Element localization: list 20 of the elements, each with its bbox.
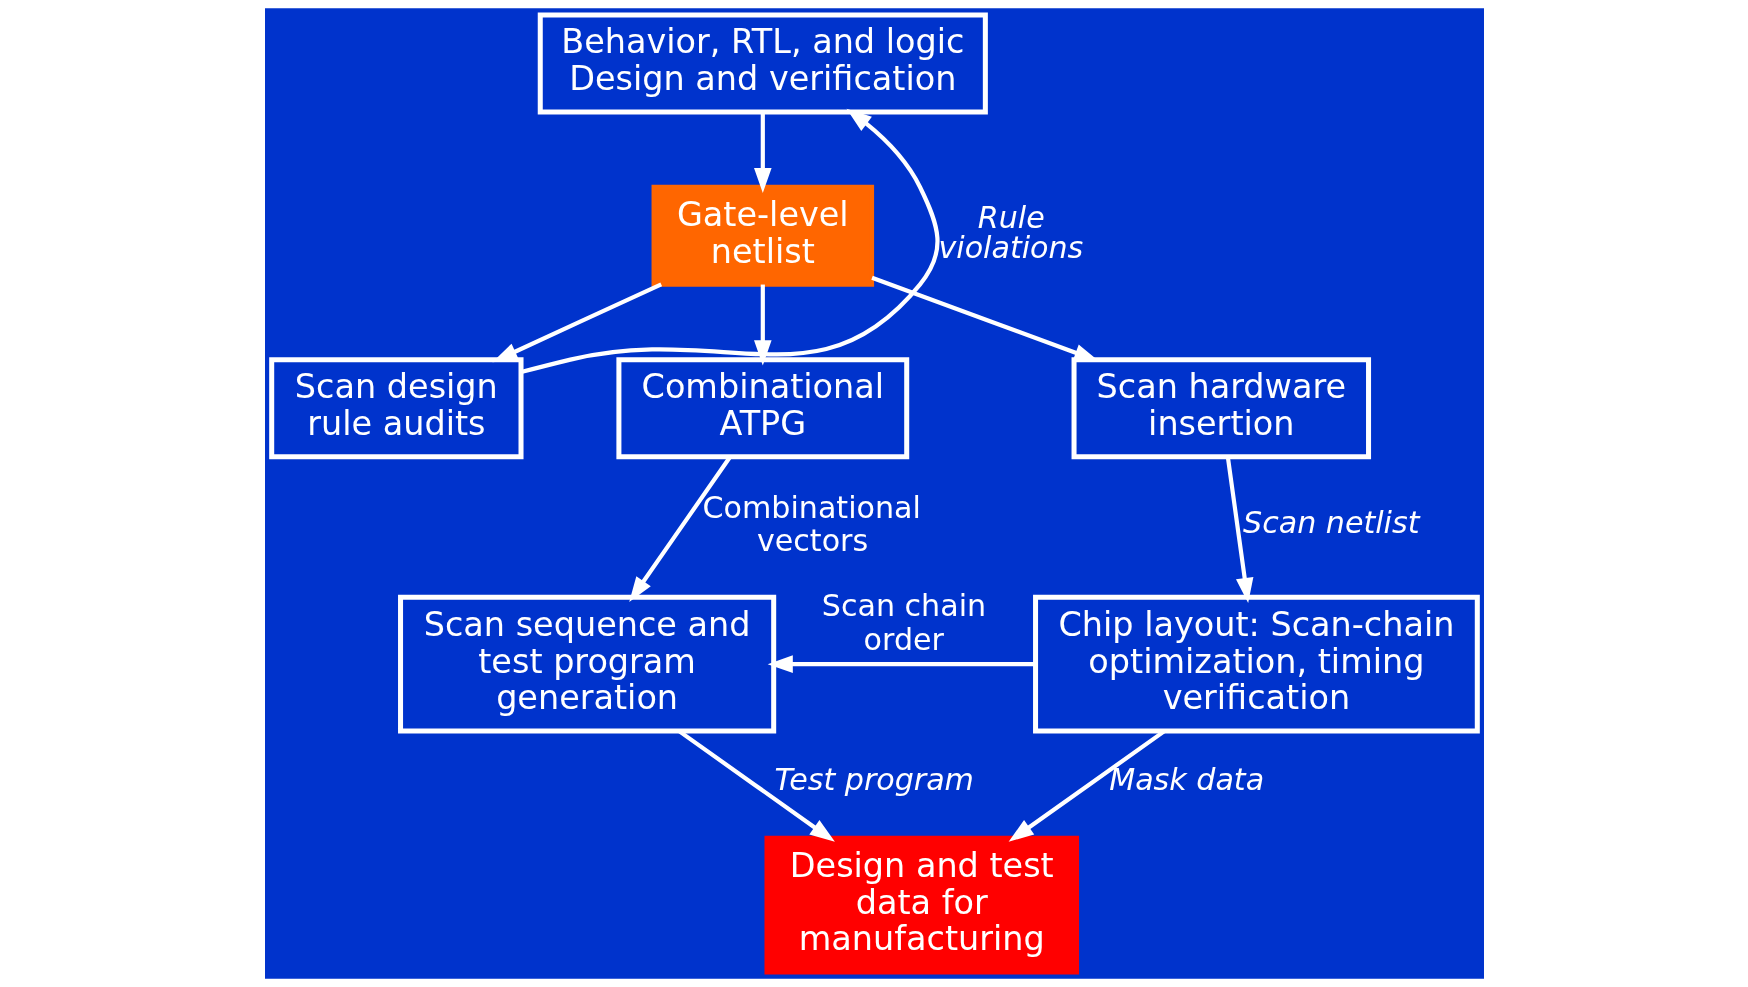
arrow [753, 284, 772, 366]
arrow [520, 108, 939, 375]
edge-label: Scan netlist [1242, 504, 1419, 540]
node-box: Scan sequence and test program generation [397, 594, 776, 734]
edge-label: Mask data [1108, 762, 1264, 798]
arrow [767, 655, 1035, 673]
node-box: Chip layout: Scan-chain optimization, timing verification [1032, 594, 1480, 734]
arrow [491, 282, 662, 363]
arrow [1225, 456, 1253, 604]
node-box: Gate-level netlist [651, 184, 874, 287]
node-box: Design and test data for manufacturing [764, 835, 1079, 975]
edge-label: Combinational vectors [702, 489, 921, 559]
edge-label: Scan chain order [821, 588, 986, 657]
edge-label: Test program [774, 762, 974, 798]
edge-label: Rule violations [938, 200, 1083, 266]
node-box: Combinational ATPG [615, 357, 909, 460]
arrow [753, 112, 772, 194]
node-box: Behavior, RTL, and logic Design and verification [537, 12, 988, 115]
node-box: Scan design rule audits [268, 357, 524, 460]
node-box: Scan hardware insertion [1071, 357, 1371, 460]
